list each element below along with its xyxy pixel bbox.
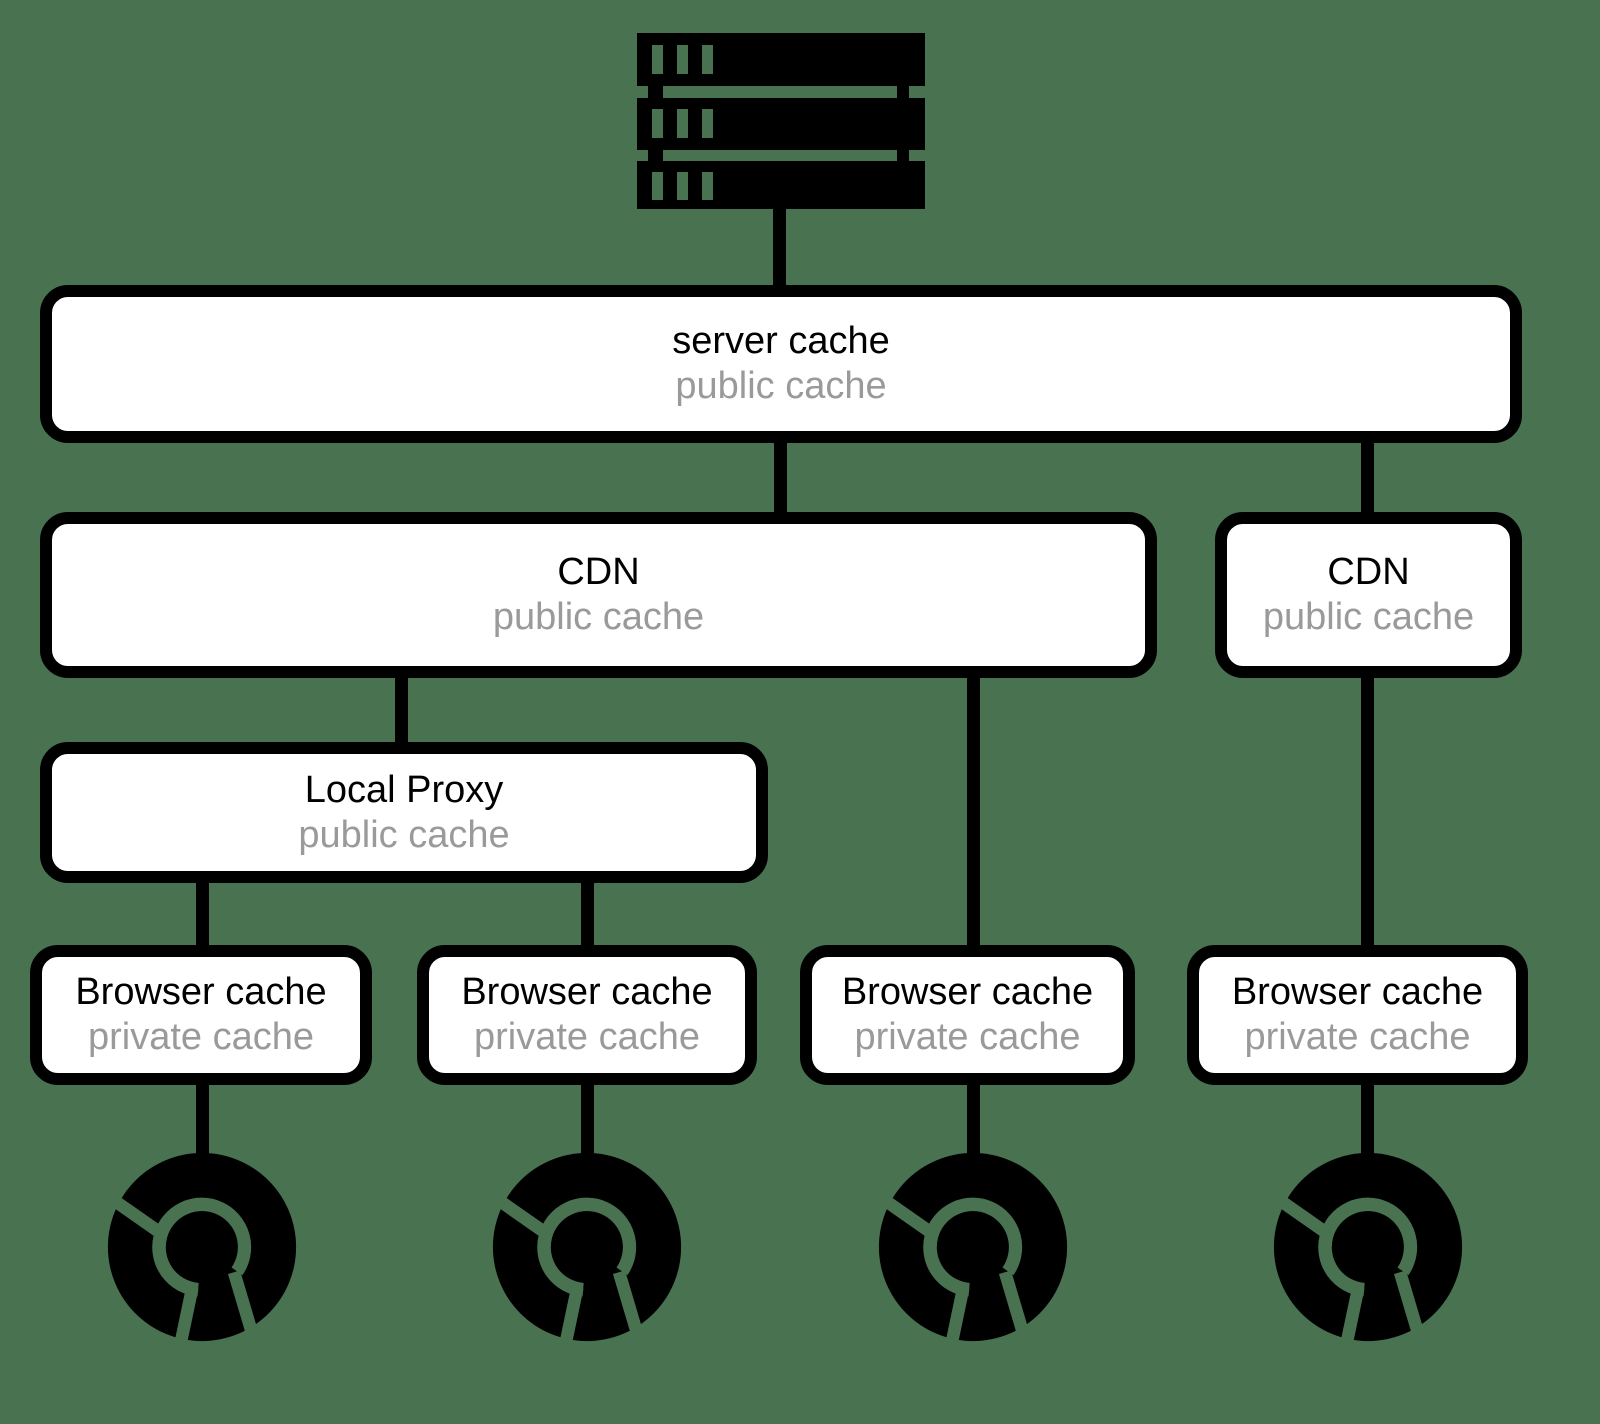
chrome-icon: [870, 1150, 1070, 1350]
edge-cdnright-to-browsercache4: [1361, 670, 1374, 950]
edge-browsercache1-to-browser1: [196, 1079, 209, 1164]
node-subtitle: public cache: [1262, 596, 1475, 638]
node-browser-cache-2: Browser cache private cache: [417, 945, 757, 1085]
node-title: Local Proxy: [304, 768, 504, 811]
node-title: Browser cache: [75, 971, 327, 1013]
node-subtitle: public cache: [492, 596, 705, 638]
node-local-proxy: Local Proxy public cache: [40, 742, 768, 883]
edge-browsercache4-to-browser4: [1361, 1079, 1374, 1164]
edge-server-to-servercache: [773, 205, 786, 290]
node-subtitle: private cache: [87, 1016, 314, 1058]
edge-localproxy-to-browsercache1: [196, 877, 209, 951]
node-subtitle: private cache: [1244, 1016, 1471, 1058]
node-browser-cache-3: Browser cache private cache: [800, 945, 1135, 1085]
node-title: CDN: [557, 551, 640, 593]
node-subtitle: public cache: [675, 365, 887, 407]
chrome-icon: [99, 1150, 299, 1350]
node-subtitle: private cache: [473, 1016, 700, 1058]
node-title: CDN: [1327, 551, 1410, 593]
node-browser-cache-1: Browser cache private cache: [30, 945, 372, 1085]
edge-servercache-to-cdn-right: [1361, 438, 1374, 518]
node-title: Browser cache: [841, 971, 1094, 1013]
node-cdn-right: CDN public cache: [1215, 512, 1522, 678]
node-browser-cache-4: Browser cache private cache: [1187, 945, 1528, 1085]
node-title: Browser cache: [461, 971, 713, 1013]
node-subtitle: public cache: [298, 813, 510, 856]
edge-browsercache3-to-browser3: [967, 1079, 980, 1164]
chrome-icon: [484, 1150, 684, 1350]
edge-servercache-to-cdn-left: [774, 438, 787, 518]
server-icon: [637, 33, 925, 209]
node-server-cache: server cache public cache: [40, 285, 1522, 443]
edge-browsercache2-to-browser2: [581, 1079, 594, 1164]
chrome-icon: [1265, 1150, 1465, 1350]
node-title: Browser cache: [1231, 971, 1484, 1013]
edge-cdnleft-to-browsercache3: [967, 670, 980, 950]
edge-localproxy-to-browsercache2: [581, 877, 594, 951]
node-subtitle: private cache: [854, 1016, 1081, 1058]
node-title: server cache: [672, 320, 890, 362]
edge-cdnleft-to-localproxy: [395, 670, 408, 748]
node-cdn-left: CDN public cache: [40, 512, 1157, 678]
